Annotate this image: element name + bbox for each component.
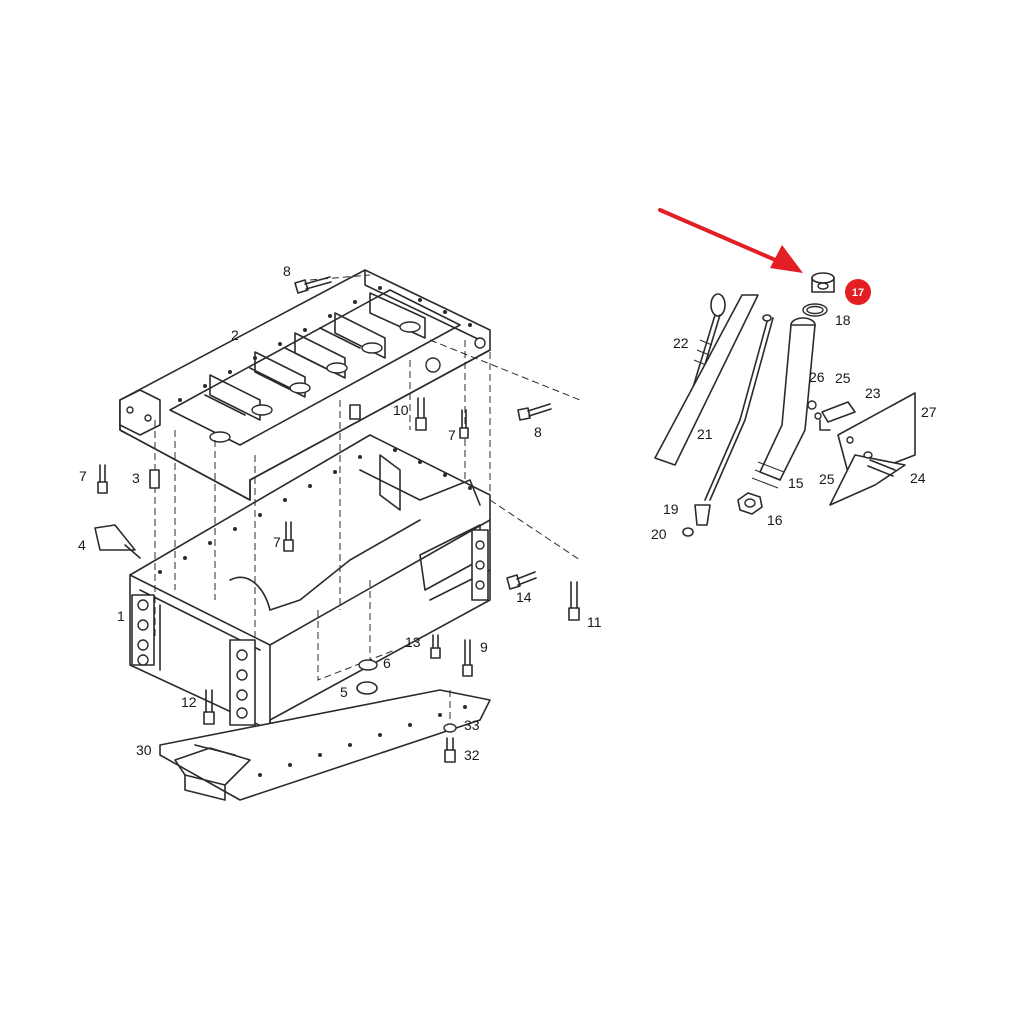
callout-label: 23 — [865, 385, 881, 401]
highlight-badge: 17 — [845, 279, 871, 305]
callout-label: 21 — [697, 426, 713, 442]
callout-label: 8 — [283, 263, 291, 279]
callout-label: 5 — [340, 684, 348, 700]
callout-label: 20 — [651, 526, 667, 542]
callout-label: 12 — [181, 694, 197, 710]
callout-label: 10 — [393, 402, 409, 418]
callout-label: 25 — [835, 370, 851, 386]
lower-housing — [129, 286, 491, 731]
callout-label: 30 — [136, 742, 152, 758]
callout-label: 6 — [383, 655, 391, 671]
callout-label: 16 — [767, 512, 783, 528]
callout-label: 32 — [464, 747, 480, 763]
callout-label: 26 — [809, 369, 825, 385]
highlight-arrow — [658, 208, 803, 273]
callout-label: 4 — [78, 537, 86, 553]
callout-label: 7 — [448, 427, 456, 443]
callout-label: 3 — [132, 470, 140, 486]
callout-label: 18 — [835, 312, 851, 328]
callout-label: 7 — [79, 468, 87, 484]
fasteners — [94, 276, 580, 763]
filler-assembly — [654, 272, 916, 537]
callout-label: 2 — [231, 327, 239, 343]
oil-pan — [159, 689, 491, 801]
callout-label: 14 — [516, 589, 532, 605]
callout-label: 8 — [534, 424, 542, 440]
callout-label: 1 — [117, 608, 125, 624]
badge-label: 17 — [852, 287, 864, 299]
upper-frame — [119, 269, 491, 501]
callout-label: 24 — [910, 470, 926, 486]
callout-label: 19 — [663, 501, 679, 517]
callout-label: 9 — [480, 639, 488, 655]
callout-label: 11 — [587, 614, 602, 630]
callout-label: 25 — [819, 471, 835, 487]
callout-label: 15 — [788, 475, 804, 491]
callout-label: 22 — [673, 335, 689, 351]
callout-label: 7 — [273, 534, 281, 550]
callout-label: 13 — [405, 634, 421, 650]
callout-label: 27 — [921, 404, 937, 420]
assembly-lines — [154, 274, 581, 720]
callouts: 1 2 3 4 5 6 7 7 7 8 8 9 10 11 12 13 14 1… — [78, 263, 937, 763]
callout-label: 33 — [464, 717, 480, 733]
